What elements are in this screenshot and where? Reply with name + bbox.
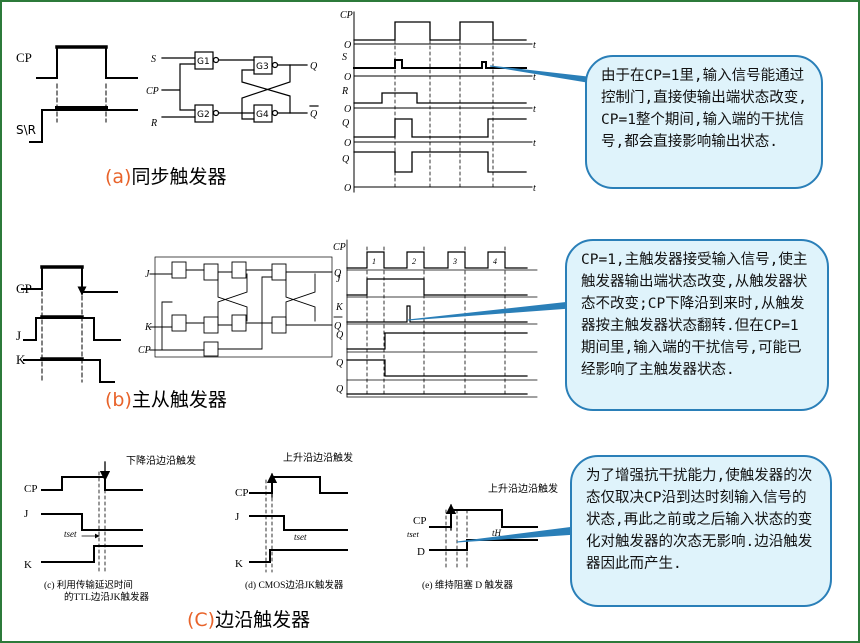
section-a-gate-circuit: S CP R G1 G2 G3 G4 Q Q (146, 51, 319, 129)
section-b-waveforms: CP J K Q Q Q 1 2 3 4 (333, 239, 571, 398)
b-wave-q2: Q (336, 358, 344, 369)
a-t-2: t (533, 72, 536, 83)
section-b-simple-timing: CP J K (16, 265, 121, 383)
a-gate-g4: G4 (256, 110, 269, 120)
c3-d: D (417, 546, 425, 558)
b-pulse-1: 1 (372, 257, 376, 266)
a-gate-g2: G2 (197, 110, 210, 120)
b-k-label: K (16, 352, 26, 367)
c2-cp: CP (235, 487, 248, 499)
section-a-label-text: 同步触发器 (131, 166, 227, 188)
a-t-1: t (533, 40, 536, 51)
b-wave-j: J (336, 274, 341, 285)
section-b-label-prefix: (b) (105, 389, 132, 411)
section-a-simple-timing: CP S\R (16, 45, 138, 143)
c3-note: 上升沿边沿触发 (488, 482, 558, 495)
a-origin-2: O (344, 72, 351, 83)
b-wave-k: K (335, 302, 344, 313)
a-origin-1: O (344, 40, 351, 51)
c2-k: K (235, 558, 243, 570)
section-b-label-text: 主从触发器 (131, 389, 227, 411)
b-wave-q: Q (336, 330, 344, 341)
section-c-label: (C)边沿触发器 (187, 605, 310, 632)
b-circuit-q: Q (334, 268, 342, 279)
a-q-output: Q (310, 61, 318, 72)
section-a-waveforms: CP S R Q Q O O O O O t t t t t (340, 10, 588, 194)
b-circuit-qbar: Q (334, 321, 342, 332)
b-pulse-3: 3 (452, 257, 457, 266)
c1-k: K (24, 559, 32, 571)
c2-j: J (235, 511, 240, 523)
section-a-label: (a)同步触发器 (105, 162, 226, 189)
b-circuit-j: J (145, 269, 150, 280)
a-origin-3: O (344, 104, 351, 115)
a-wave-cp: CP (340, 10, 353, 21)
a-t-3: t (533, 104, 536, 115)
b-wave-q3: Q (336, 384, 344, 395)
c2-caption-1: (d) CMOS边沿JK触发器 (245, 579, 344, 591)
callout-a: 由于在CP=1里,输入信号能通过控制门,直接使输出端状态改变, CP=1整个期间… (585, 55, 823, 189)
a-origin-5: O (344, 183, 351, 194)
a-gate-g1: G1 (197, 57, 210, 67)
c2-tset: tset (294, 532, 307, 542)
b-circuit-k: K (144, 322, 153, 333)
c1-caption-1: (c) 利用传输延迟时间 (44, 579, 133, 591)
a-r-input: R (150, 118, 157, 129)
a-sr-label: S\R (16, 123, 36, 137)
c1-tset: tset (64, 529, 77, 539)
a-wave-qbar: Q (342, 154, 350, 165)
c1-note-text: 下降沿边沿触发 (126, 454, 196, 467)
a-cp-label: CP (16, 50, 32, 65)
a-wave-s: S (342, 52, 347, 63)
c1-note: 下降沿边沿触发 (126, 454, 196, 467)
callout-c: 为了增强抗干扰能力,使触发器的次态仅取决CP沿到达时刻输入信号的状态,再此之前或… (570, 455, 832, 607)
a-wave-q: Q (342, 118, 350, 129)
section-c-label-prefix: (C) (187, 609, 216, 631)
b-pulse-4: 4 (493, 257, 497, 266)
c1-cp: CP (24, 483, 37, 495)
b-j-label: J (16, 328, 21, 343)
section-c-diagram-3: CP tset D 上升沿边沿触发 tH (e) 维持阻塞 D 触发器 (407, 482, 577, 591)
a-t-5: t (533, 183, 536, 194)
a-cp-input: CP (146, 86, 159, 97)
a-qbar-output: Q (310, 109, 318, 120)
section-c-diagram-1: CP J K 下降沿边沿触发 tset (c) 利用传输延迟时间 的TTL边沿J… (24, 454, 196, 603)
a-origin-4: O (344, 138, 351, 149)
section-a-label-prefix: (a) (105, 166, 132, 188)
c3-tset: tset (407, 529, 419, 539)
a-gate-g3: G3 (256, 62, 269, 72)
a-t-4: t (533, 138, 536, 149)
c2-note: 上升沿边沿触发 (283, 451, 353, 464)
c3-caption-1: (e) 维持阻塞 D 触发器 (422, 579, 514, 591)
a-s-input: S (151, 54, 156, 65)
c3-cp: CP (413, 515, 426, 527)
section-c-label-text: 边沿触发器 (215, 609, 311, 631)
section-b-label: (b)主从触发器 (105, 385, 227, 412)
c3-th: tH (492, 528, 502, 538)
callout-b: CP=1,主触发器接受输入信号,使主触发器输出端状态改变,从触发器状态不改变;C… (565, 239, 829, 411)
b-circuit-cp: CP (138, 345, 151, 356)
b-pulse-2: 2 (412, 257, 416, 266)
b-wave-cp: CP (333, 242, 346, 253)
c1-caption-2: 的TTL边沿JK触发器 (64, 591, 149, 603)
section-b-circuit: J K CP Q Q (138, 256, 343, 358)
a-wave-r: R (341, 86, 348, 97)
section-c-diagram-2: CP J K 上升沿边沿触发 tset (d) CMOS边沿JK触发器 (235, 451, 353, 591)
c1-j: J (24, 508, 29, 520)
